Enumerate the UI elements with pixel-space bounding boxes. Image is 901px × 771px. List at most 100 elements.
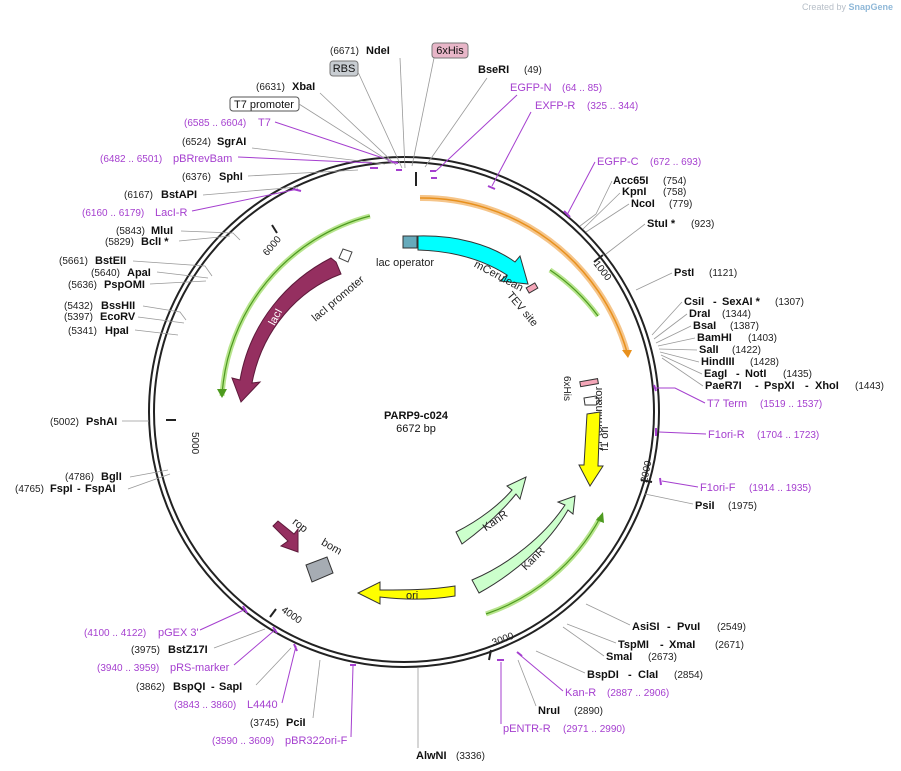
svg-text:F1ori-R: F1ori-R	[708, 429, 745, 441]
svg-text:(1435): (1435)	[783, 369, 812, 380]
primer-pentr-r[interactable]: pENTR-R (2971 .. 2990)	[497, 659, 625, 735]
svg-text:BsaI: BsaI	[693, 320, 716, 332]
site-mlui[interactable]: (5843) MluI	[116, 225, 241, 241]
svg-text:(5432): (5432)	[64, 301, 93, 312]
kanr-feature-1	[455, 476, 527, 545]
site-nrui[interactable]: NruI (2890)	[517, 659, 603, 717]
svg-text:PshAI: PshAI	[86, 416, 117, 428]
site-bspdi[interactable]: BspDI - ClaI (2854)	[535, 650, 703, 681]
primer-egfp-n[interactable]: EGFP-N (64 .. 85)	[431, 82, 602, 179]
site-acc65i[interactable]: Acc65I (754)	[579, 175, 686, 227]
plasmid-length: 6672 bp	[396, 423, 436, 435]
svg-text:AsiSI: AsiSI	[632, 621, 660, 633]
svg-text:(6482 .. 6501): (6482 .. 6501)	[100, 154, 162, 165]
primer-t7-term[interactable]: T7 Term (1519 .. 1537)	[653, 384, 822, 410]
site-alwni[interactable]: AlwNI (3336)	[416, 668, 485, 762]
snapgene-watermark: Created by SnapGene	[802, 2, 893, 12]
site-pcii[interactable]: (3745) PciI	[250, 659, 321, 729]
site-fspi[interactable]: (4765) FspI - FspAI	[15, 473, 171, 495]
site-bcli[interactable]: (5829) BclI *	[105, 235, 231, 248]
primer-pbrrevbam[interactable]: (6482 .. 6501) pBRrevBam	[100, 153, 378, 169]
site-sgrai[interactable]: (6524) SgrAI	[182, 136, 386, 165]
svg-text:SexAI *: SexAI *	[722, 296, 761, 308]
svg-text:KpnI: KpnI	[622, 186, 646, 198]
t7-promoter-box[interactable]: T7 promoter	[229, 96, 393, 164]
site-bsshii[interactable]: (5432) BssHII	[64, 300, 187, 321]
site-ecorv[interactable]: (5397) EcoRV	[64, 311, 185, 324]
svg-text:(5640): (5640)	[91, 268, 120, 279]
site-drai[interactable]: DraI (1344)	[653, 308, 751, 340]
svg-text:(3590 .. 3609): (3590 .. 3609)	[212, 736, 274, 747]
site-psii[interactable]: PsiI (1975)	[644, 493, 757, 512]
site-sphi[interactable]: (6376) SphI	[182, 169, 359, 183]
primer-egfp-c[interactable]: EGFP-C (672 .. 693)	[563, 156, 701, 218]
site-kpni[interactable]: KpnI KpnI (758)	[582, 186, 686, 230]
primer-pbr322ori-f[interactable]: (3590 .. 3609) pBR322ori-F	[212, 664, 356, 747]
his-box[interactable]: 6xHis	[411, 42, 469, 167]
site-tspmi[interactable]: TspMI - XmaI (2671)	[566, 623, 744, 651]
site-paer7i[interactable]: PaeR7I - PspXI - XhoI (1443)	[661, 357, 884, 392]
rop-label: rop	[290, 516, 310, 535]
primer-kan-r[interactable]: Kan-R (2887 .. 2906)	[516, 651, 669, 699]
svg-text:(6376): (6376)	[182, 172, 211, 183]
svg-text:(1975): (1975)	[728, 501, 757, 512]
site-bamhi[interactable]: BamHI (1403)	[657, 332, 777, 347]
primer-prs-marker[interactable]: (3940 .. 3959) pRS-marker	[97, 626, 278, 674]
site-apai[interactable]: (5640) ApaI	[91, 267, 209, 279]
site-xbai[interactable]: (6631) XbaI	[256, 81, 397, 166]
primer-l4440[interactable]: (3843 .. 3860) L4440	[174, 643, 298, 711]
svg-text:-: -	[211, 681, 215, 693]
svg-text:(5397): (5397)	[64, 312, 93, 323]
svg-text:6xHis: 6xHis	[436, 45, 464, 57]
site-bseri[interactable]: BseRI (49)	[424, 64, 542, 168]
site-hindiii[interactable]: HindIII (1428)	[659, 351, 779, 368]
svg-text:AlwNI: AlwNI	[416, 750, 447, 762]
svg-text:-: -	[628, 669, 632, 681]
primer-f1ori-r[interactable]: F1ori-R (1704 .. 1723)	[655, 428, 819, 441]
site-bstapi[interactable]: (6167) BstAPI	[124, 186, 299, 201]
site-bgli[interactable]: (4786) BglI	[65, 469, 169, 483]
svg-text:(2854): (2854)	[674, 670, 703, 681]
primer-pgex3[interactable]: (4100 .. 4122) pGEX 3'	[84, 605, 248, 639]
site-csii[interactable]: CsiI - SexAI * (1307)	[651, 296, 804, 336]
svg-text:(6631): (6631)	[256, 82, 285, 93]
site-asisi[interactable]: AsiSI - PvuI (2549)	[585, 603, 746, 633]
svg-text:(2887 .. 2906): (2887 .. 2906)	[607, 688, 669, 699]
f1-ori-label: f1 ori	[599, 427, 611, 451]
site-ndei[interactable]: (6671) NdeI	[330, 45, 406, 169]
site-ncoi[interactable]: NcoI (779)	[585, 198, 692, 233]
plasmid-name: PARP9-c024	[384, 410, 449, 422]
svg-text:(4100 .. 4122): (4100 .. 4122)	[84, 628, 146, 639]
svg-text:(49): (49)	[524, 65, 542, 76]
primer-laci-r[interactable]: (6160 .. 6179) LacI-R	[82, 188, 302, 219]
orf-arc-mcerulean-inner-core	[549, 269, 599, 317]
primer-f1ori-f[interactable]: F1ori-F (1914 .. 1935)	[659, 477, 811, 494]
svg-text:FspAI: FspAI	[85, 483, 116, 495]
rbs-box[interactable]: RBS	[329, 60, 403, 169]
svg-text:(1121): (1121)	[709, 268, 737, 279]
site-pshai[interactable]: (5002) PshAI	[50, 416, 149, 428]
site-sali[interactable]: SalI (1422)	[658, 344, 761, 356]
site-bsteii[interactable]: (5661) BstEII	[59, 255, 213, 277]
primer-exfp-r[interactable]: EXFP-R (325 .. 344)	[487, 100, 638, 190]
backbone-inner	[153, 161, 655, 663]
site-pspomi[interactable]: (5636) PspOMI	[68, 279, 207, 291]
ori-label: ori	[406, 590, 418, 602]
site-psti[interactable]: PstI (1121)	[635, 267, 737, 291]
svg-text:(6671): (6671)	[330, 46, 359, 57]
svg-text:(6524): (6524)	[182, 137, 211, 148]
site-eagi[interactable]: EagI - NotI (1435)	[660, 354, 812, 380]
site-bspqi[interactable]: (3862) BspQI - SapI	[136, 647, 292, 693]
site-bsai[interactable]: BsaI (1387)	[655, 320, 759, 344]
svg-text:EGFP-N: EGFP-N	[510, 82, 552, 94]
his-tag-feature	[579, 378, 599, 388]
svg-text:MluI: MluI	[151, 225, 173, 237]
svg-text:BstEII: BstEII	[95, 255, 126, 267]
site-stui[interactable]: StuI * (923)	[605, 218, 714, 255]
svg-text:(2673): (2673)	[648, 652, 677, 663]
svg-text:(1443): (1443)	[855, 381, 884, 392]
site-smai[interactable]: SmaI (2673)	[562, 626, 677, 663]
svg-text:StuI *: StuI *	[647, 218, 676, 230]
site-hpai[interactable]: (5341) HpaI	[68, 325, 179, 337]
site-bstz17i[interactable]: (3975) BstZ17I	[131, 628, 266, 656]
